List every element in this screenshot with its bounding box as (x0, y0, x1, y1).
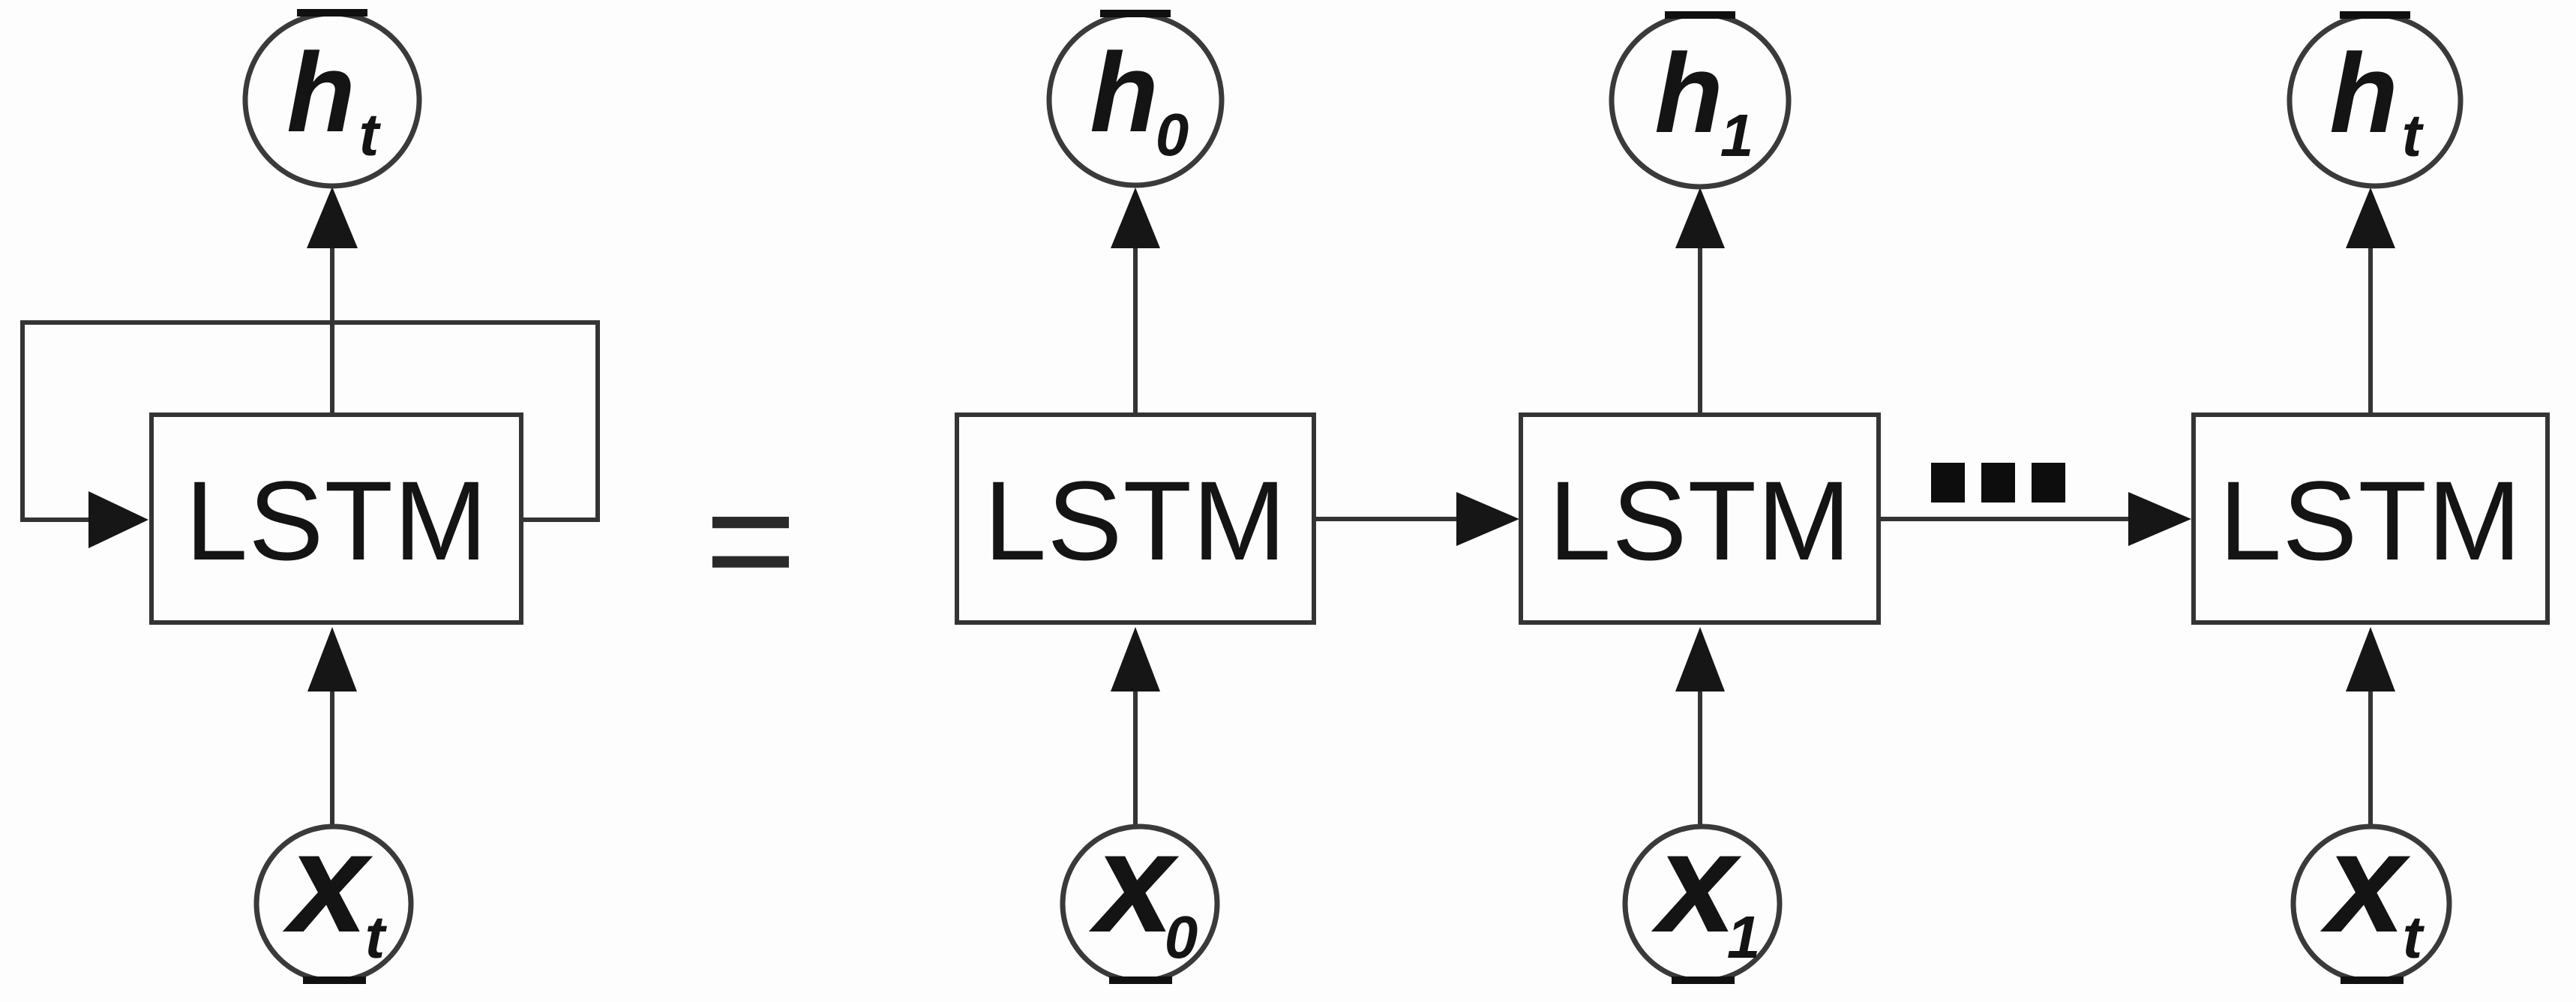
step0-output-node-subscript: 0 (1156, 101, 1189, 168)
step1-input-arrowhead-icon (1675, 627, 1725, 692)
step1-input-node-label: x (1651, 803, 1742, 962)
folded-input-node-label: x (282, 803, 373, 962)
folded-lstm-diagram: LSTM h t x t (20, 9, 600, 984)
recurrence-loop-arrowhead-icon (88, 491, 148, 548)
arrow-step0-to-step1 (1314, 492, 1519, 546)
step0-lstm-label: LSTM (984, 458, 1287, 584)
step1-output-node-label: h (1654, 30, 1723, 156)
step0-output-arrowhead-icon (1111, 188, 1160, 248)
stept-output-arrowhead-icon (2346, 188, 2395, 248)
stept-input-arrowhead-icon (2346, 627, 2395, 692)
unrolled-step-1: LSTM h 1 x 1 (1519, 11, 1881, 984)
stept-input-node-subscript: t (2403, 904, 2425, 970)
step1-lstm-label: LSTM (1549, 458, 1852, 584)
unrolled-step-t: LSTM h t x t (2191, 11, 2550, 984)
step1-output-node-subscript: 1 (1720, 102, 1754, 169)
step0-input-node-subscript: 0 (1165, 904, 1198, 970)
step0-input-arrowhead-icon (1111, 627, 1160, 692)
arrow-step0-to-step1-head-icon (1456, 492, 1519, 546)
stept-output-node-label: h (2329, 30, 2398, 156)
stept-lstm-box (2191, 412, 2550, 625)
folded-output-arrowhead-icon (307, 187, 358, 248)
step1-lstm-box (1519, 412, 1881, 625)
stept-input-node-label: x (2320, 803, 2411, 962)
ellipsis-square (1931, 463, 1965, 502)
step1-output-arrowhead-icon (1675, 188, 1725, 248)
step0-lstm-box (955, 412, 1316, 625)
step1-input-node-subscript: 1 (1727, 904, 1761, 970)
stept-output-node-subscript: t (2402, 102, 2425, 169)
arrow-step1-to-stept-head-icon (2128, 492, 2191, 546)
folded-output-node-label: h (286, 29, 355, 155)
ellipsis-and-arrow (1879, 463, 2191, 546)
equals-sign: = (705, 452, 797, 628)
ellipsis-square (1981, 463, 2015, 502)
recurrence-loop-line (20, 320, 600, 522)
ellipsis-square (2032, 463, 2065, 502)
step0-input-node-label: x (1088, 803, 1180, 962)
unrolled-step-0: LSTM h 0 x 0 (955, 10, 1316, 984)
step0-output-node-label: h (1090, 29, 1159, 155)
folded-input-arrowhead-icon (307, 627, 357, 692)
folded-input-node-subscript: t (365, 904, 388, 970)
stept-lstm-label: LSTM (2219, 458, 2522, 584)
folded-output-node-subscript: t (359, 101, 382, 168)
folded-lstm-label: LSTM (185, 458, 488, 584)
folded-lstm-box (149, 412, 523, 625)
